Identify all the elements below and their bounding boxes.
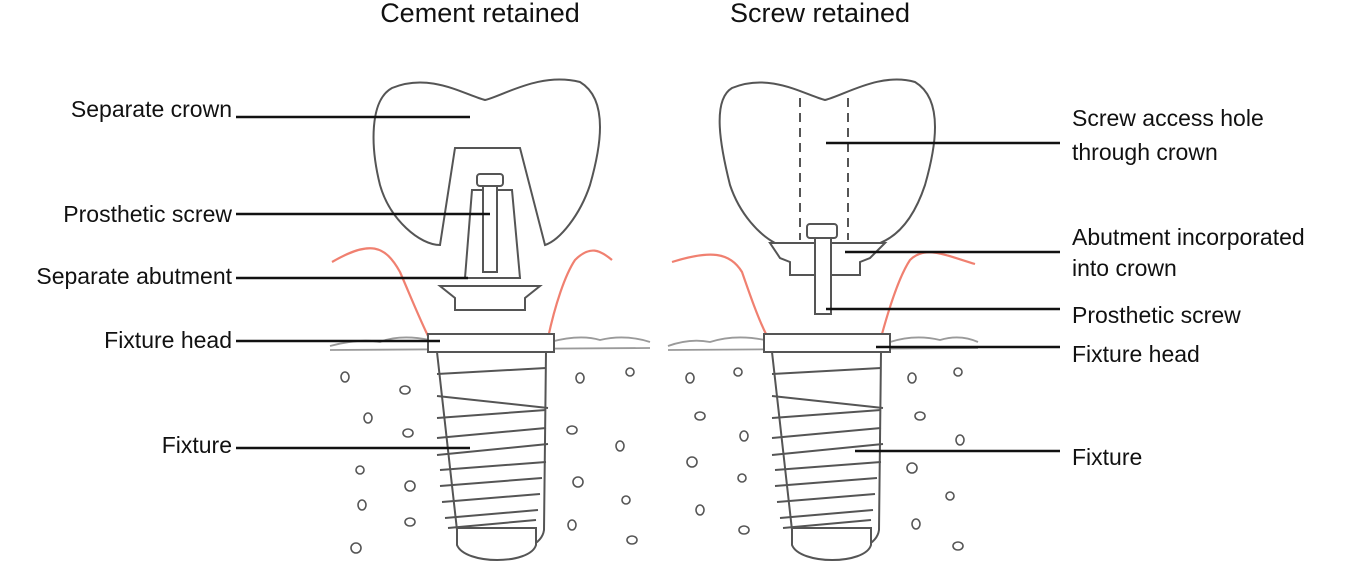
- fixture-apex-right: [791, 527, 872, 561]
- gum-line-left-inner: [546, 249, 613, 339]
- screw-retained-heading: Screw retained: [730, 0, 910, 28]
- prosthetic-screw-head-left: [476, 173, 504, 187]
- fixture-threads-left: [436, 367, 549, 529]
- bone-particles-left: [340, 367, 638, 554]
- separate-crown-shape: [372, 78, 601, 247]
- gum-line-right-inner: [880, 251, 976, 335]
- label-abutment-line1: Abutment incorporated: [1072, 224, 1305, 250]
- label-prosthetic-screw-left: Prosthetic screw: [63, 201, 232, 227]
- label-fixture-head-right: Fixture head: [1072, 341, 1200, 367]
- fixture-head-right: [763, 333, 891, 353]
- prosthetic-screw-shaft-left: [482, 185, 498, 273]
- fixture-body-left: [435, 351, 548, 554]
- label-fixture-right: Fixture: [1072, 444, 1142, 470]
- gum-line-left-outer: [331, 247, 431, 341]
- label-prosthetic-screw-right: Prosthetic screw: [1072, 302, 1241, 328]
- abutment-collar-left: [437, 285, 543, 311]
- screw-retained-implant: [667, 78, 979, 561]
- prosthetic-screw-head-right: [806, 223, 838, 239]
- prosthetic-screw-shaft-right: [814, 237, 832, 315]
- label-separate-abutment: Separate abutment: [36, 263, 232, 289]
- screw-access-hole: [799, 98, 849, 240]
- fixture-threads-right: [771, 367, 884, 529]
- label-access-hole-line1: Screw access hole: [1072, 105, 1264, 131]
- label-abutment-line2: into crown: [1072, 255, 1177, 281]
- cement-retained-heading: Cement retained: [380, 0, 580, 28]
- fixture-apex-left: [456, 527, 537, 561]
- gum-line-right-outer: [671, 253, 767, 335]
- label-separate-crown: Separate crown: [71, 96, 232, 122]
- label-fixture-left: Fixture: [162, 432, 232, 458]
- crown-with-access-hole: [718, 78, 936, 244]
- label-fixture-head-left: Fixture head: [104, 327, 232, 353]
- fixture-head-left: [427, 333, 555, 353]
- cement-retained-implant: [329, 78, 651, 561]
- label-access-hole-line2: through crown: [1072, 139, 1218, 165]
- bone-particles-right: [685, 367, 965, 551]
